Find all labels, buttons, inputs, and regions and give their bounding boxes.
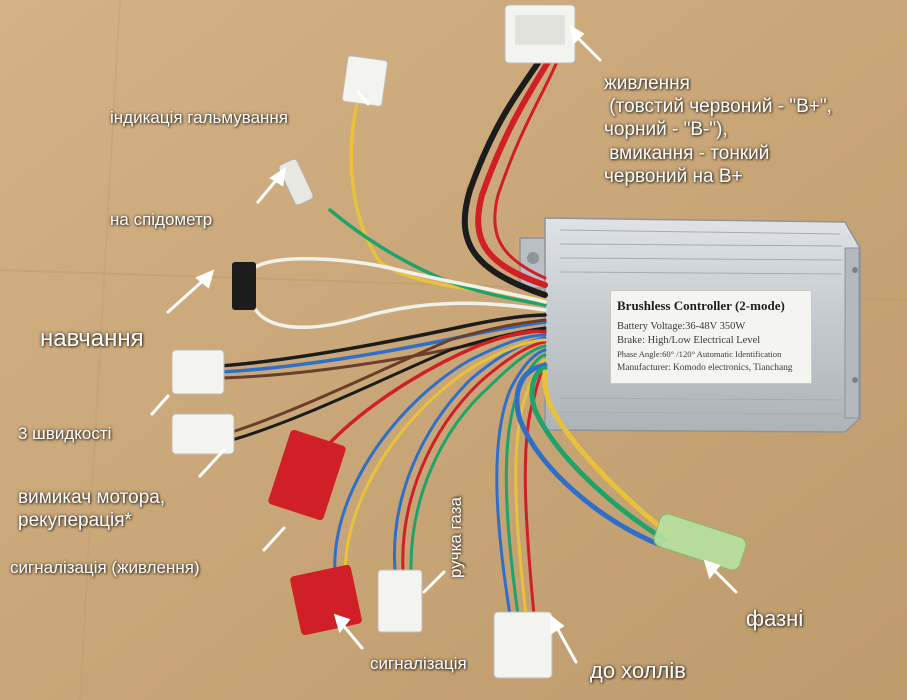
pointer-arrows	[150, 25, 738, 664]
controller-nameplate: Brushless Controller (2-mode) Battery Vo…	[610, 290, 812, 384]
nameplate-manufacturer: Manufacturer: Komodo electronics, Tianch…	[617, 363, 793, 373]
nameplate-phase: Phase Angle:60° /120° Automatic Identifi…	[617, 349, 782, 359]
nameplate-battery: Battery Voltage:36-48V 350W	[617, 321, 746, 332]
label-three-speeds: 3 швидкості	[18, 424, 112, 443]
label-power: живлення (товстий червоний - "В+", чорни…	[604, 73, 832, 187]
label-alarm-power: сигналізація (живлення)	[10, 558, 200, 577]
label-phases: фазні	[746, 606, 804, 631]
nameplate-brake: Brake: High/Low Electrical Level	[617, 335, 761, 346]
label-speedometer: на спідометр	[110, 210, 213, 229]
label-brake-indication: індикація гальмування	[110, 108, 289, 127]
label-learning: навчання	[40, 325, 144, 352]
nameplate-title: Brushless Controller (2-mode)	[617, 298, 785, 313]
label-alarm: сигналізація	[370, 654, 467, 673]
label-motor-switch: вимикач мотора, рекуперація*	[18, 487, 166, 532]
wire-bundle	[218, 57, 673, 617]
connectors	[171, 4, 747, 679]
label-throttle: ручка газа	[446, 497, 465, 578]
label-to-halls: до холлів	[590, 658, 686, 683]
